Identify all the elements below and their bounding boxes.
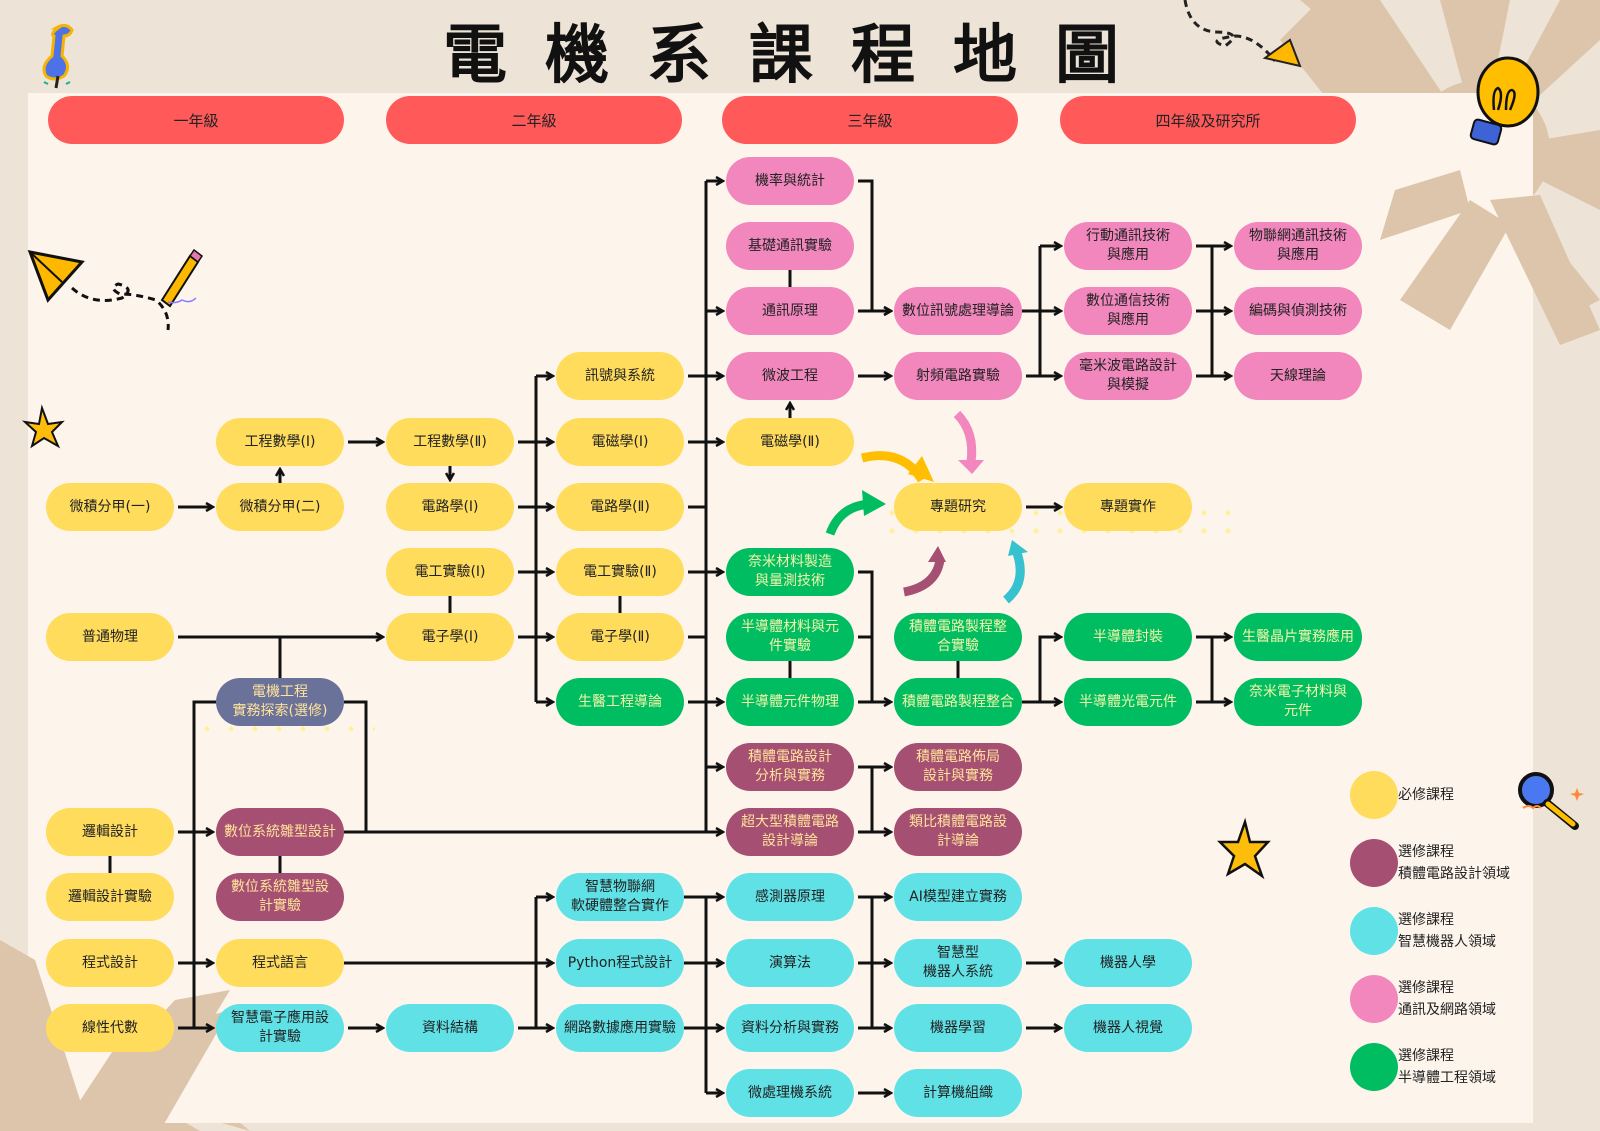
course-robovision[interactable]: 機器人視覺: [1064, 1004, 1192, 1052]
course-calc1[interactable]: 微積分甲(一): [46, 483, 174, 531]
course-logic[interactable]: 邏輯設計: [46, 808, 174, 856]
course-datastruct[interactable]: 資料結構: [386, 1004, 514, 1052]
course-semiphys[interactable]: 半導體元件物理: [726, 678, 854, 726]
course-intro[interactable]: 電機工程 實務探索(選修): [216, 678, 344, 726]
legend-item: 選修課程 智慧機器人領域: [1350, 907, 1496, 955]
course-project[interactable]: 專題研究: [894, 483, 1022, 531]
course-physics[interactable]: 普通物理: [46, 613, 174, 661]
legend-swatch: [1350, 907, 1398, 955]
course-sensor[interactable]: 感測器原理: [726, 873, 854, 921]
course-eelab1[interactable]: 電工實驗(Ⅰ): [386, 548, 514, 596]
legend-label: 選修課程 智慧機器人領域: [1398, 912, 1496, 950]
legend-label: 選修課程 積體電路設計領域: [1398, 844, 1510, 882]
fairy-lights: [195, 726, 375, 732]
course-dataanalysis[interactable]: 資料分析與實務: [726, 1004, 854, 1052]
course-iotcomm[interactable]: 物聯網通訊技術 與應用: [1234, 222, 1362, 270]
legend-item: 選修課程 通訊及網路領域: [1350, 975, 1496, 1023]
legend-swatch: [1350, 1043, 1398, 1091]
course-python[interactable]: Python程式設計: [556, 939, 684, 987]
course-dsp-intro[interactable]: 數位訊號處理導論: [894, 287, 1022, 335]
course-mobile[interactable]: 行動通訊技術 與應用: [1064, 222, 1192, 270]
course-biochip[interactable]: 生醫晶片實務應用: [1234, 613, 1362, 661]
course-prog[interactable]: 程式設計: [46, 939, 174, 987]
page-title: 電機系課程地圖: [443, 19, 1157, 93]
course-mmwave[interactable]: 毫米波電路設計 與模擬: [1064, 352, 1192, 400]
legend-item: 選修課程 半導體工程領域: [1350, 1043, 1496, 1091]
course-linalg[interactable]: 線性代數: [46, 1004, 174, 1052]
course-electronics2[interactable]: 電子學(Ⅱ): [556, 613, 684, 661]
course-iot-hw[interactable]: 智慧物聯網 軟硬體整合實作: [556, 873, 684, 921]
course-commprin[interactable]: 通訊原理: [726, 287, 854, 335]
course-vlsi[interactable]: 超大型積體電路 設計導論: [726, 808, 854, 856]
course-calc2[interactable]: 微積分甲(二): [216, 483, 344, 531]
course-microwave[interactable]: 微波工程: [726, 352, 854, 400]
course-smartelec[interactable]: 智慧電子應用設 計實驗: [216, 1004, 344, 1052]
course-dsp-proto[interactable]: 數位系統雛型設計: [216, 808, 344, 856]
course-smartrobot[interactable]: 智慧型 機器人系統: [894, 939, 1022, 987]
course-logiclab[interactable]: 邏輯設計實驗: [46, 873, 174, 921]
course-rflab[interactable]: 射頻電路實驗: [894, 352, 1022, 400]
course-aimodel[interactable]: AI模型建立實務: [894, 873, 1022, 921]
course-microproc[interactable]: 微處理機系統: [726, 1069, 854, 1117]
course-netdata[interactable]: 網路數據應用實驗: [556, 1004, 684, 1052]
fairy-lights: [880, 528, 1240, 534]
course-circuit2[interactable]: 電路學(Ⅱ): [556, 483, 684, 531]
course-signals[interactable]: 訊號與系統: [556, 352, 684, 400]
course-em2[interactable]: 電磁學(Ⅱ): [726, 418, 854, 466]
legend-label: 必修課程: [1398, 787, 1454, 803]
course-analogic[interactable]: 類比積體電路設 計導論: [894, 808, 1022, 856]
course-ml[interactable]: 機器學習: [894, 1004, 1022, 1052]
legend-item: 必修課程: [1350, 771, 1454, 819]
course-icproc-lab[interactable]: 積體電路製程整 合實驗: [894, 613, 1022, 661]
course-optoelec[interactable]: 半導體光電元件: [1064, 678, 1192, 726]
course-biomed[interactable]: 生醫工程導論: [556, 678, 684, 726]
year-header-4[interactable]: 四年級及研究所: [1060, 96, 1356, 144]
course-robotics[interactable]: 機器人學: [1064, 939, 1192, 987]
course-icproc[interactable]: 積體電路製程整合: [894, 678, 1022, 726]
year-header-1[interactable]: 一年級: [48, 96, 344, 144]
course-packaging[interactable]: 半導體封裝: [1064, 613, 1192, 661]
course-prob[interactable]: 機率與統計: [726, 157, 854, 205]
course-em1[interactable]: 電磁學(Ⅰ): [556, 418, 684, 466]
fairy-lights: [880, 510, 1240, 516]
course-implement[interactable]: 專題實作: [1064, 483, 1192, 531]
legend-label: 選修課程 通訊及網路領域: [1398, 980, 1496, 1018]
course-engmath1[interactable]: 工程數學(Ⅰ): [216, 418, 344, 466]
course-engmath2[interactable]: 工程數學(Ⅱ): [386, 418, 514, 466]
course-algo[interactable]: 演算法: [726, 939, 854, 987]
course-dsp-proto-lab[interactable]: 數位系統雛型設 計實驗: [216, 873, 344, 921]
course-eelab2[interactable]: 電工實驗(Ⅱ): [556, 548, 684, 596]
course-circuit1[interactable]: 電路學(Ⅰ): [386, 483, 514, 531]
course-nanoelec[interactable]: 奈米電子材料與 元件: [1234, 678, 1362, 726]
legend-swatch: [1350, 771, 1398, 819]
year-header-2[interactable]: 二年級: [386, 96, 682, 144]
course-nano[interactable]: 奈米材料製造 與量測技術: [726, 548, 854, 596]
course-icdesign[interactable]: 積體電路設計 分析與實務: [726, 743, 854, 791]
course-electronics1[interactable]: 電子學(Ⅰ): [386, 613, 514, 661]
course-iclayout[interactable]: 積體電路佈局 設計與實務: [894, 743, 1022, 791]
course-comporg[interactable]: 計算機組織: [894, 1069, 1022, 1117]
course-antenna[interactable]: 天線理論: [1234, 352, 1362, 400]
legend-item: 選修課程 積體電路設計領域: [1350, 839, 1510, 887]
course-coding[interactable]: 編碼與偵測技術: [1234, 287, 1362, 335]
course-proglang[interactable]: 程式語言: [216, 939, 344, 987]
course-digcomm[interactable]: 數位通信技術 與應用: [1064, 287, 1192, 335]
legend-swatch: [1350, 975, 1398, 1023]
legend-label: 選修課程 半導體工程領域: [1398, 1048, 1496, 1086]
legend-swatch: [1350, 839, 1398, 887]
year-header-3[interactable]: 三年級: [722, 96, 1018, 144]
course-commlab[interactable]: 基礎通訊實驗: [726, 222, 854, 270]
course-semilab[interactable]: 半導體材料與元 件實驗: [726, 613, 854, 661]
